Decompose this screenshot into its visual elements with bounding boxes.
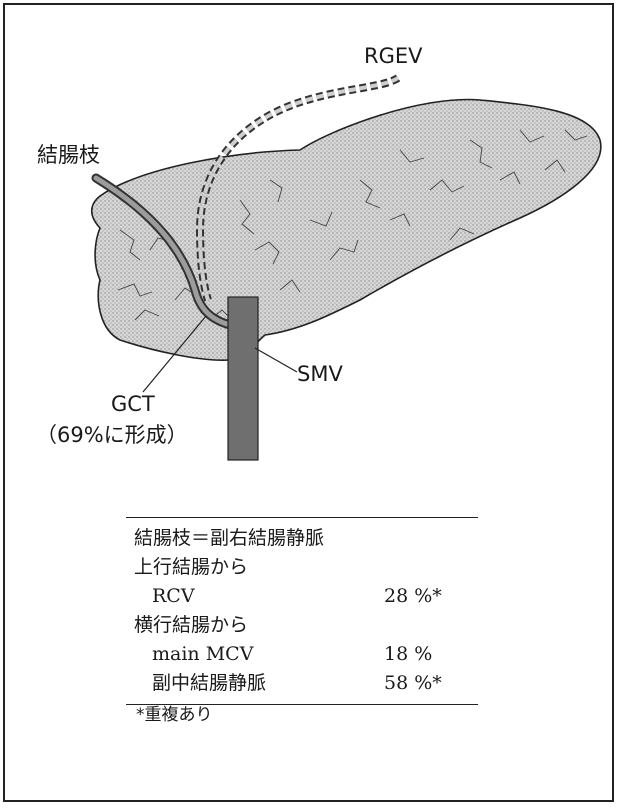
table-row: RCV 28 %* xyxy=(126,582,478,611)
table-title-row: 結腸枝＝副右結腸静脈 xyxy=(126,524,478,553)
rgev-label: RGEV xyxy=(364,46,423,67)
row-value: 18 % xyxy=(384,640,432,669)
row-name: 副中結腸静脈 xyxy=(152,669,266,698)
table-row: main MCV 18 % xyxy=(126,640,478,669)
table-top-rule xyxy=(126,517,478,518)
pancreas-shape xyxy=(92,100,601,361)
row-name: 横行結腸から xyxy=(134,611,248,640)
gct-formation-note: （69%に形成） xyxy=(36,425,188,446)
table-footnote: *重複あり xyxy=(136,700,213,725)
gct-label: GCT xyxy=(111,394,155,415)
table-row: 上行結腸から xyxy=(126,553,478,582)
table-title: 結腸枝＝副右結腸静脈 xyxy=(134,524,324,553)
colic-branch-table: 結腸枝＝副右結腸静脈 上行結腸から RCV 28 %* 横行結腸から main … xyxy=(126,517,478,705)
table-row: 横行結腸から xyxy=(126,611,478,640)
smv-vessel xyxy=(228,297,258,460)
row-value: 28 %* xyxy=(384,582,442,611)
smv-leader xyxy=(255,348,297,372)
row-name: 上行結腸から xyxy=(134,553,248,582)
row-value: 58 %* xyxy=(384,669,442,698)
row-name: main MCV xyxy=(152,640,253,669)
table-row: 副中結腸静脈 58 %* xyxy=(126,669,478,698)
smv-label: SMV xyxy=(297,364,343,385)
row-name: RCV xyxy=(152,582,195,611)
colic-branch-label: 結腸枝 xyxy=(37,145,100,166)
